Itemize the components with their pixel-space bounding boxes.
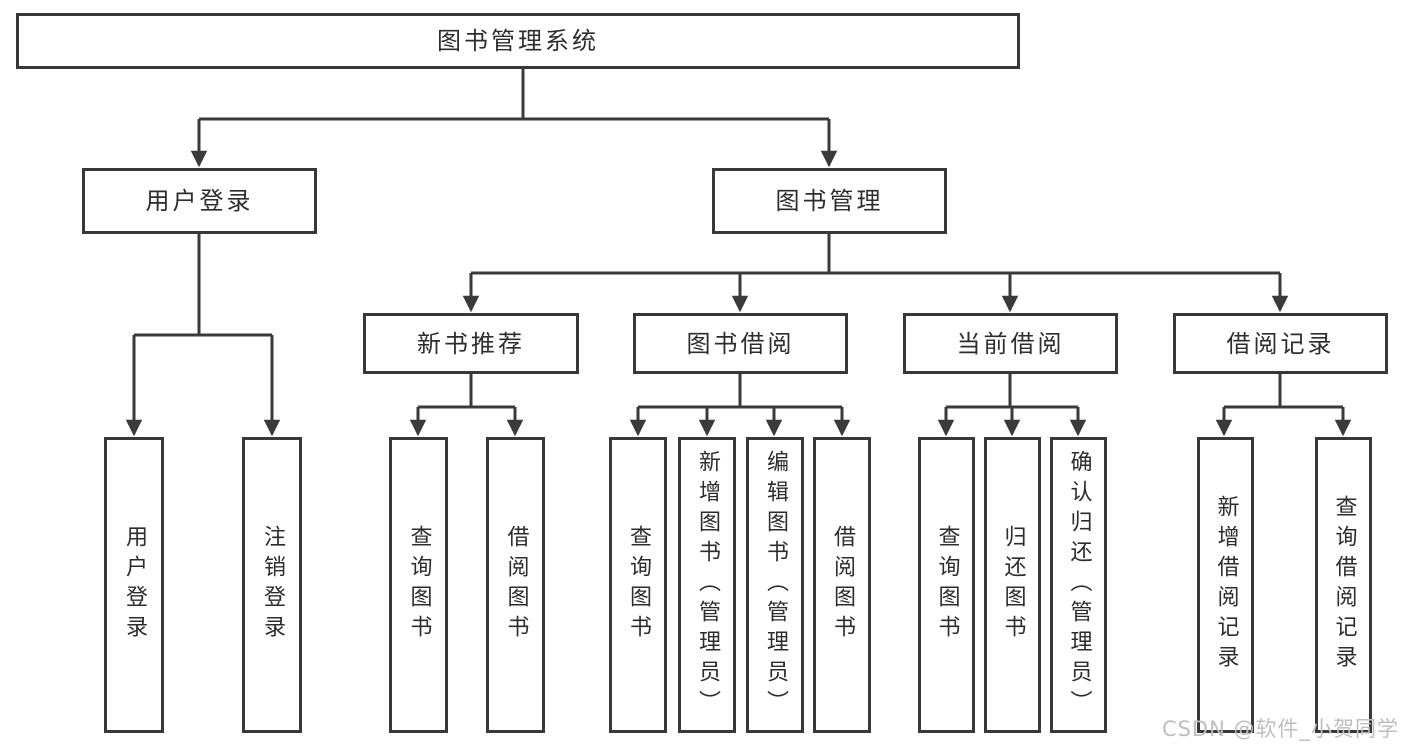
node-current-borrow: 当前借阅 bbox=[903, 313, 1118, 374]
node-borrow-records: 借阅记录 bbox=[1173, 313, 1388, 374]
node-leaf-confirm-return-admin: 确认归还（管理员） bbox=[1050, 437, 1107, 733]
node-book-mgmt: 图书管理 bbox=[712, 168, 947, 234]
node-new-book-rec: 新书推荐 bbox=[363, 313, 579, 374]
node-leaf-edit-book-admin: 编辑图书（管理员） bbox=[746, 437, 804, 733]
node-leaf-user-login: 用户登录 bbox=[104, 437, 164, 733]
node-leaf-query-book-3: 查询图书 bbox=[918, 437, 975, 733]
node-leaf-return-book: 归还图书 bbox=[984, 437, 1041, 733]
node-leaf-query-book-2: 查询图书 bbox=[609, 437, 667, 733]
node-leaf-query-book-1: 查询图书 bbox=[389, 437, 448, 733]
node-leaf-logout: 注销登录 bbox=[242, 437, 302, 733]
node-leaf-borrow-book-2: 借阅图书 bbox=[813, 437, 871, 733]
node-leaf-add-borrow-record: 新增借阅记录 bbox=[1197, 437, 1254, 733]
node-book-borrow: 图书借阅 bbox=[633, 313, 848, 374]
node-leaf-borrow-book-1: 借阅图书 bbox=[486, 437, 545, 733]
node-user-login: 用户登录 bbox=[82, 168, 317, 234]
node-leaf-add-book-admin: 新增图书（管理员） bbox=[678, 437, 736, 733]
node-leaf-query-borrow-record: 查询借阅记录 bbox=[1315, 437, 1372, 733]
watermark: CSDN @软件_小贺同学 bbox=[1161, 717, 1399, 741]
node-root: 图书管理系统 bbox=[16, 13, 1020, 69]
